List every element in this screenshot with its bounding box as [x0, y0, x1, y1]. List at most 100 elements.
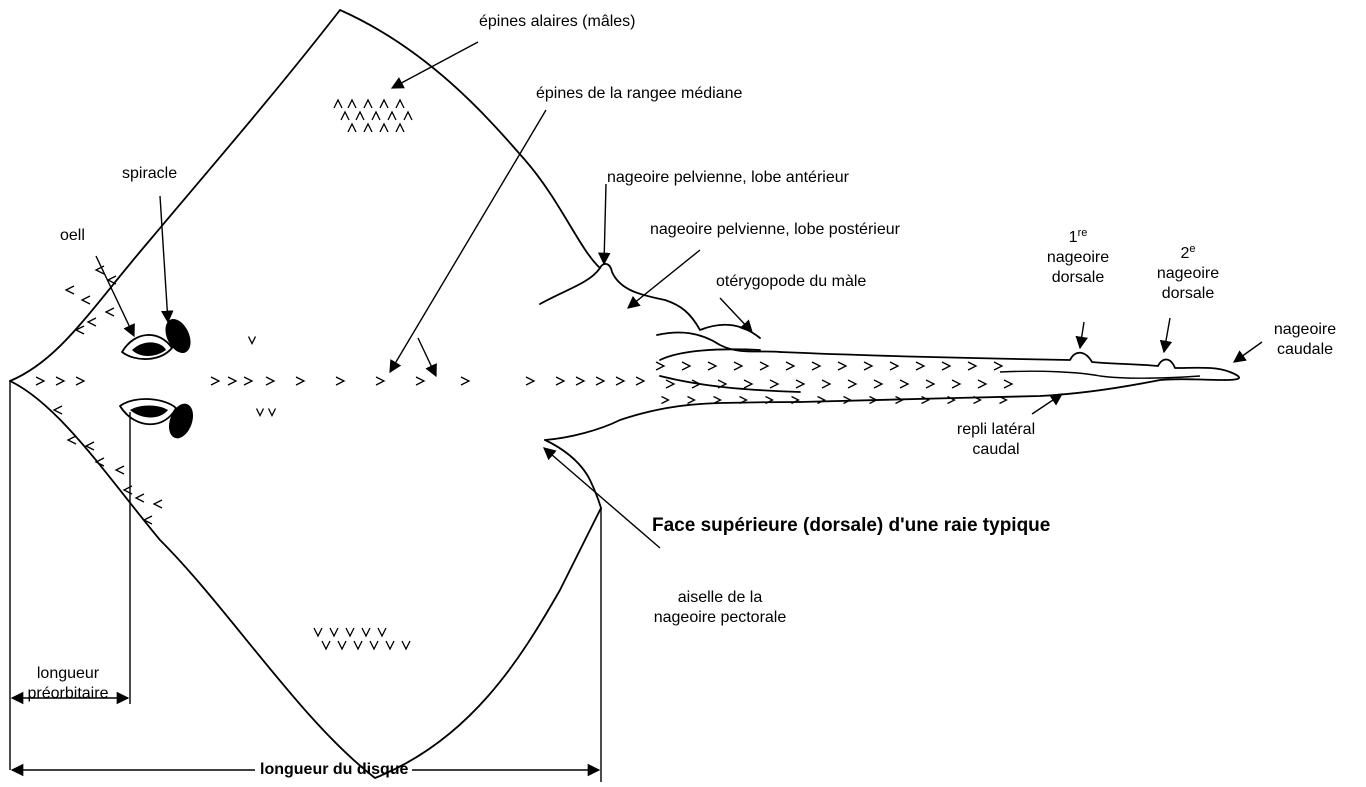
thorn-mark	[269, 409, 276, 416]
thorn-mark	[364, 124, 372, 132]
thorn-mark	[380, 124, 388, 132]
thorn-mark	[376, 377, 384, 385]
thorn-mark	[88, 318, 96, 326]
label-dorsal-fin-2: 2e nageoire dorsale	[1128, 244, 1248, 304]
thorn-mark	[818, 397, 825, 404]
thorn-mark	[708, 362, 716, 370]
label-pectoral-axil: aiselle de la nageoire pectorale	[640, 588, 800, 628]
thorn-mark	[734, 362, 742, 370]
spiracle-upper	[160, 315, 195, 357]
thorn-mark	[812, 362, 820, 370]
thorn-mark	[56, 377, 64, 385]
thorn-mark	[378, 628, 386, 636]
label-lateral-fold: repli latéral caudal	[926, 420, 1066, 460]
thorn-mark	[124, 486, 132, 494]
thorn-mark	[76, 377, 84, 385]
diagram-title: Face supérieure (dorsale) d'une raie typ…	[652, 516, 1050, 536]
thorn-mark	[356, 112, 364, 120]
label-alar-thorns: épines alaires (mâles)	[479, 12, 636, 32]
label-caudal-fin: nageoire caudale	[1250, 320, 1360, 360]
thorn-mark	[416, 377, 424, 385]
thorn-mark	[596, 377, 604, 385]
thorn-mark	[838, 362, 846, 370]
thorn-mark	[36, 377, 44, 385]
thorn-mark	[556, 377, 564, 385]
spiracle-lower	[165, 400, 198, 441]
thorn-mark	[922, 397, 929, 404]
label-median-thorns: épines de la rangee médiane	[536, 84, 742, 104]
thorn-mark	[916, 362, 924, 370]
thorn-mark	[402, 641, 410, 649]
thorn-mark	[1004, 380, 1012, 388]
thorn-mark	[334, 100, 342, 108]
thorn-mark	[296, 377, 304, 385]
thorn-mark	[66, 286, 74, 294]
thorn-mark	[404, 112, 412, 120]
thorn-mark	[154, 500, 162, 508]
thorn-mark	[348, 124, 356, 132]
thorn-mark	[330, 628, 338, 636]
eye-lower	[120, 399, 176, 424]
label-pelvic-anterior: nageoire pelvienne, lobe antérieur	[607, 168, 849, 188]
thorn-mark	[926, 380, 934, 388]
pelvic-fin-lower	[545, 402, 800, 440]
thorn-mark	[386, 641, 394, 649]
thorn-mark	[228, 377, 236, 385]
thorn-mark	[662, 397, 669, 404]
thorn-mark	[341, 112, 349, 120]
thorn-mark	[636, 377, 644, 385]
thorn-mark	[82, 296, 90, 304]
thorn-mark	[978, 380, 986, 388]
thorn-mark	[116, 466, 124, 474]
label-disc-length: longueur du disque	[260, 760, 408, 780]
thorn-mark	[244, 377, 252, 385]
thorn-mark	[336, 377, 344, 385]
thorn-mark	[314, 628, 322, 636]
thorn-mark	[576, 377, 584, 385]
thorn-mark	[968, 362, 976, 370]
thorn-mark	[526, 377, 534, 385]
thorn-mark	[211, 377, 219, 385]
thorn-mark	[68, 436, 76, 444]
tail-upper	[780, 352, 1239, 380]
thorn-mark	[354, 641, 362, 649]
thorn-mark	[136, 494, 144, 502]
thorn-mark	[770, 380, 778, 388]
thorn-mark	[372, 112, 380, 120]
thorn-mark	[796, 380, 804, 388]
disc-outline-lower	[10, 381, 601, 778]
thorn-mark	[890, 362, 898, 370]
thorn-mark	[864, 362, 872, 370]
thorn-mark	[249, 337, 256, 344]
thorn-mark	[952, 380, 960, 388]
thorn-mark	[900, 380, 908, 388]
thorn-mark	[744, 380, 752, 388]
thorn-mark	[322, 641, 330, 649]
thorn-mark	[656, 362, 664, 370]
label-clasper: otérygopode du màle	[716, 272, 866, 292]
label-eye: oell	[60, 226, 85, 246]
disc-outline	[10, 10, 600, 381]
eye-upper	[122, 335, 172, 359]
thorn-mark	[760, 362, 768, 370]
thorn-mark	[257, 409, 264, 416]
thorn-mark	[388, 112, 396, 120]
thorn-mark	[380, 100, 388, 108]
thorn-mark	[688, 397, 695, 404]
thorn-mark	[266, 377, 274, 385]
thorn-mark	[682, 362, 690, 370]
label-spiracle: spiracle	[122, 164, 177, 184]
thorn-mark	[362, 628, 370, 636]
label-pelvic-posterior: nageoire pelvienne, lobe postérieur	[650, 220, 900, 240]
label-preorbital-length: longueur préorbitaire	[12, 664, 124, 704]
thorn-mark	[822, 380, 830, 388]
thorn-mark	[786, 362, 794, 370]
thorn-mark	[616, 377, 624, 385]
thorns	[36, 100, 1012, 649]
thorn-mark	[370, 641, 378, 649]
tail-lower	[800, 379, 1225, 402]
thorn-mark	[346, 628, 354, 636]
thorn-mark	[106, 308, 114, 316]
